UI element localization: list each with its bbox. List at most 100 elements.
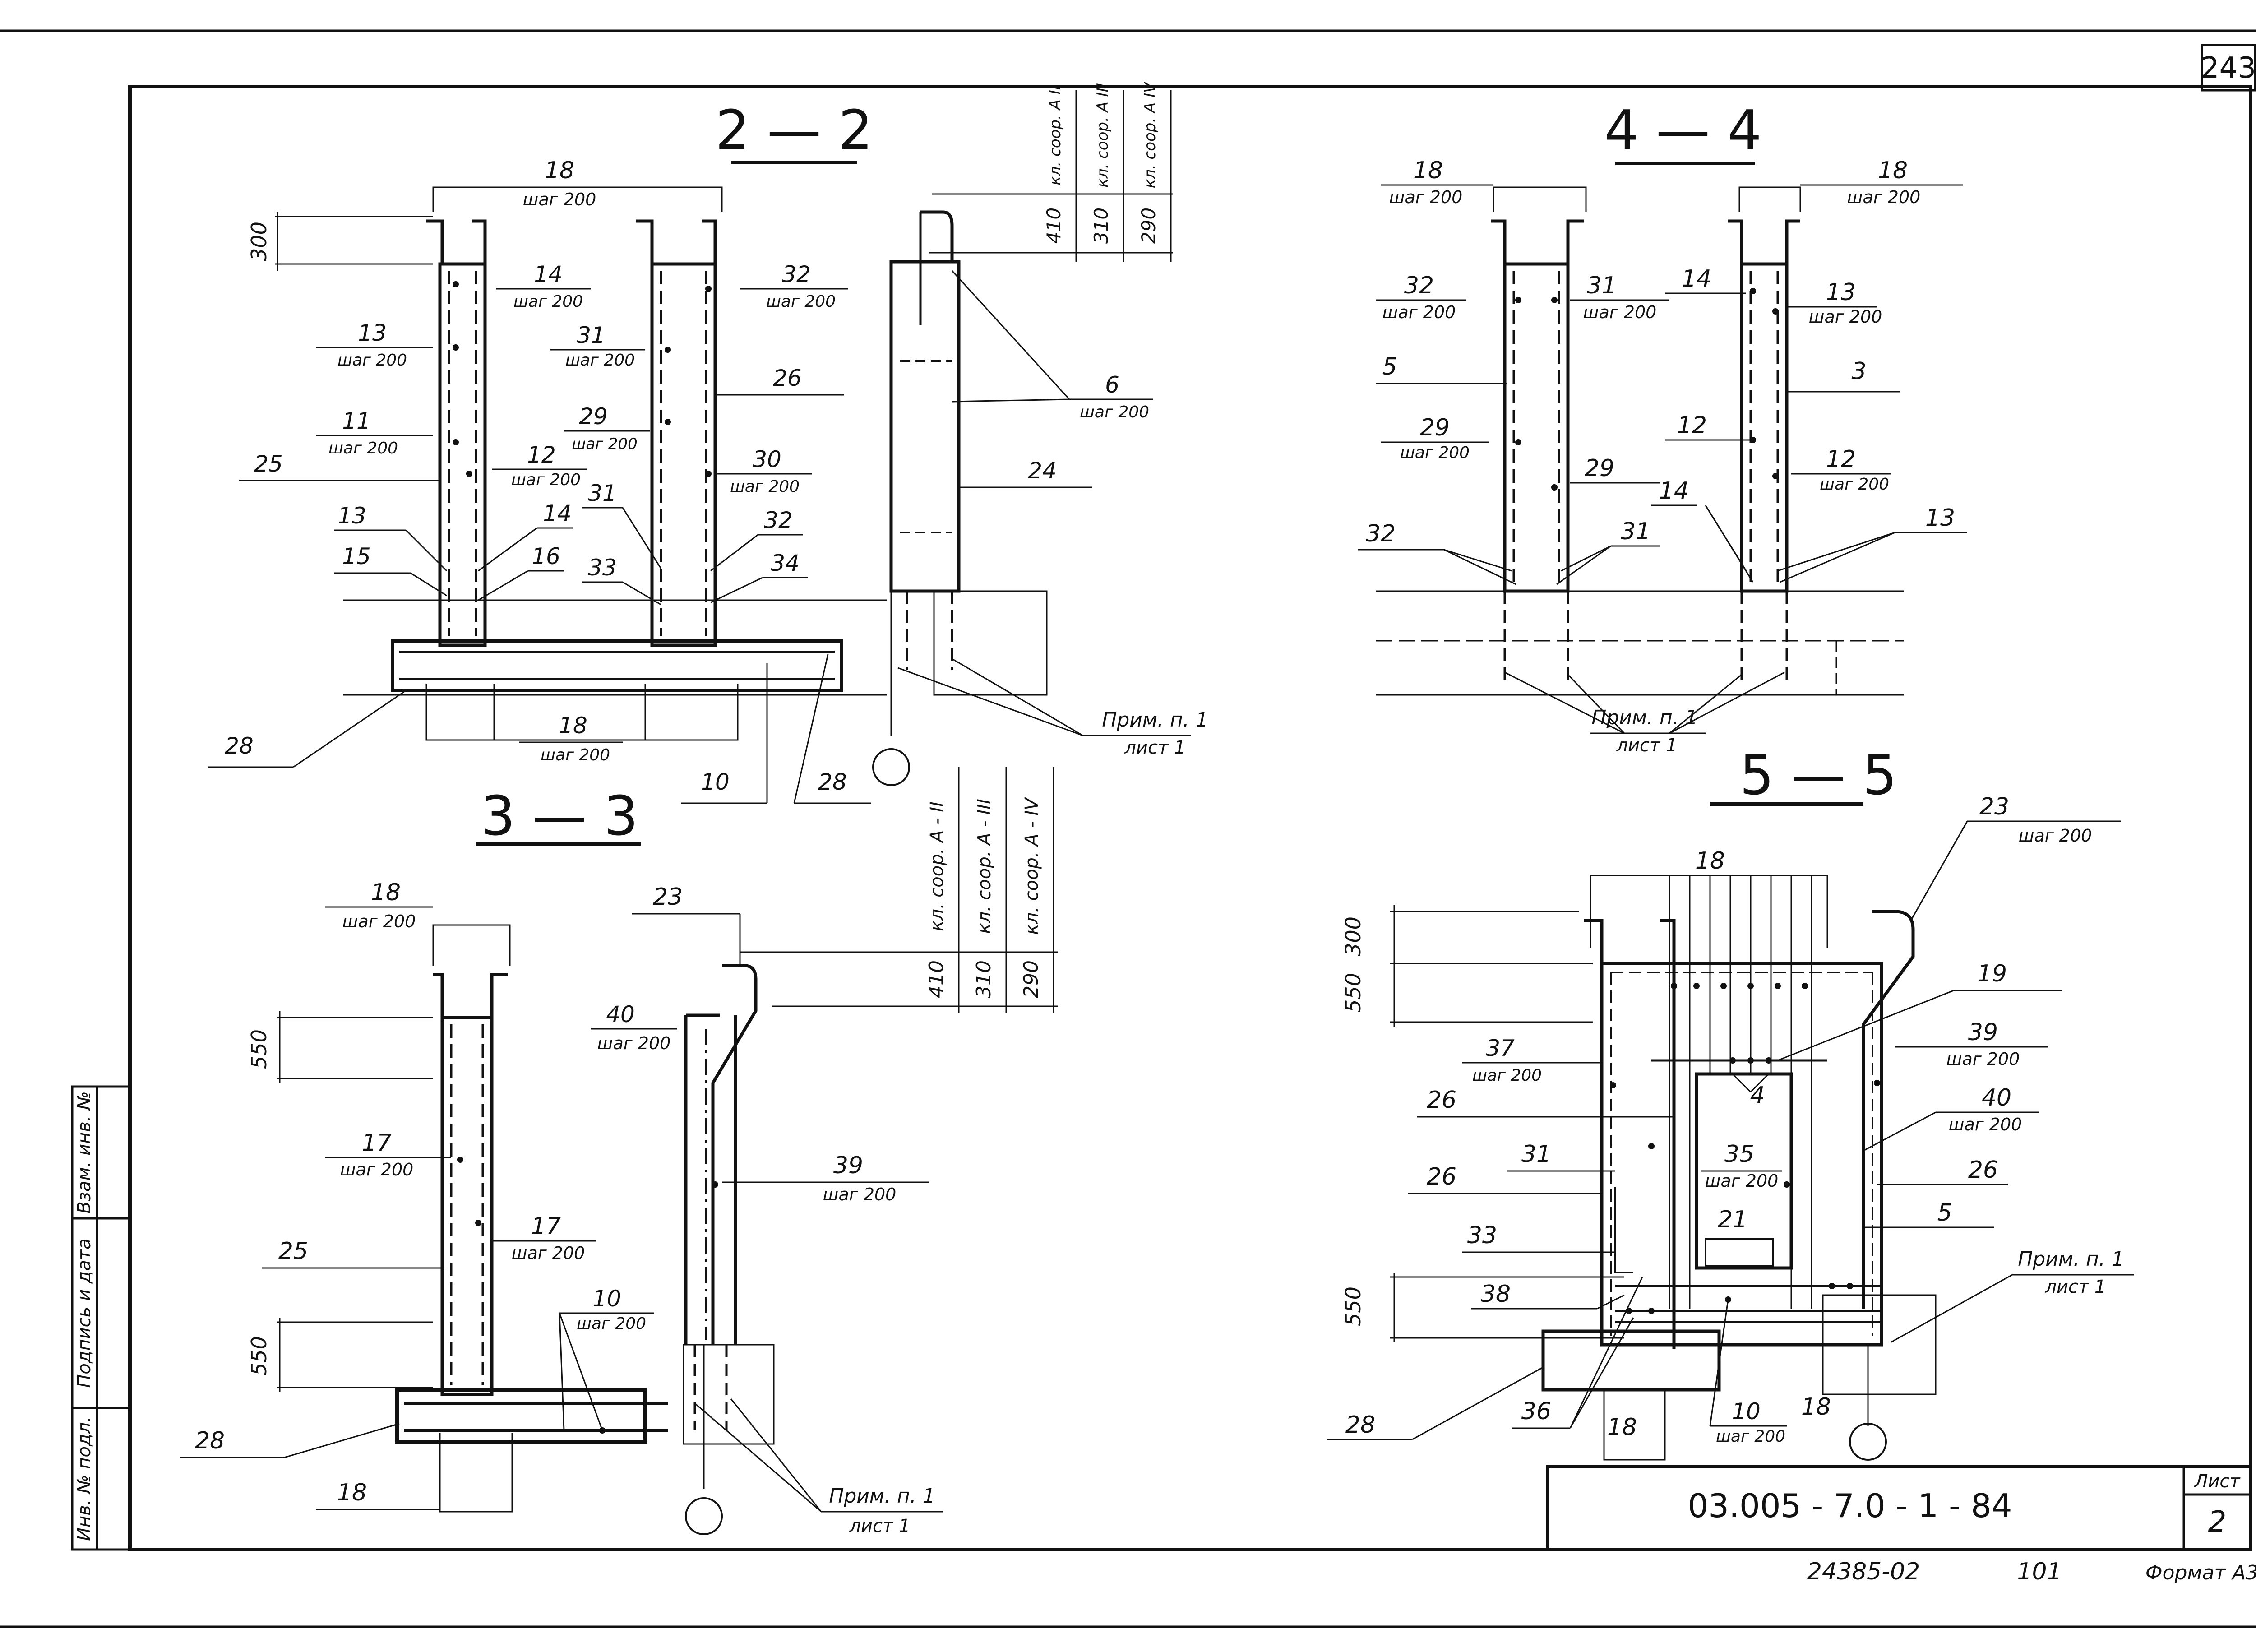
labels-2-2: 18 шаг 200 14 шаг 200 32 шаг 200 13 шаг …	[208, 157, 1208, 804]
dim-5-5-300: 300	[1341, 916, 1365, 956]
label: 26	[1427, 1087, 1456, 1114]
label-step: шаг 200	[565, 351, 635, 370]
label: 31	[588, 480, 617, 506]
label: 32	[782, 261, 811, 287]
label: 18	[1607, 1414, 1637, 1441]
class-header-3: кл. соор. А - IV	[1022, 797, 1042, 935]
label: 5	[1382, 353, 1397, 380]
label: 36	[1521, 1398, 1551, 1425]
label: 39	[1968, 1019, 1998, 1046]
label-step: шаг 200	[1716, 1427, 1785, 1446]
section-3-3-drawing: 550 550	[247, 924, 775, 1535]
labels-5-5: 18 23 шаг 200 19 39 шаг 200 37 шаг 200 4…	[1327, 793, 2134, 1446]
label: 26	[773, 365, 802, 391]
label: 10	[1732, 1398, 1761, 1425]
label-step: шаг 200	[1949, 1115, 2022, 1134]
label: 12	[1677, 412, 1707, 439]
label: 24	[1028, 458, 1057, 484]
doc-code: 03.005 - 7.0 - 1 - 84	[1687, 1487, 2012, 1525]
label: 11	[342, 408, 371, 434]
class-val-310: 310	[972, 960, 995, 998]
label: 17	[362, 1129, 392, 1157]
class-header-1: кл. соор. А - II	[927, 801, 948, 931]
label-step: шаг 200	[523, 190, 596, 209]
label: 35	[1724, 1141, 1754, 1168]
dim-5-5-550-bottom: 550	[1341, 1286, 1365, 1326]
label-step: шаг 200	[1946, 1049, 2020, 1069]
label-step: шаг 200	[730, 477, 800, 496]
section-4-4-drawing	[1376, 186, 1904, 696]
label: 34	[771, 550, 800, 576]
label-step: шаг 200	[823, 1185, 897, 1204]
label-step: шаг 200	[1472, 1066, 1542, 1085]
note-sheet: лист 1	[1124, 737, 1185, 758]
class-header-2: кл. соор. А - III	[974, 799, 995, 934]
label: 18	[1878, 157, 1908, 184]
section-title-2-2: 2 — 2	[716, 99, 873, 162]
label: 28	[225, 733, 254, 759]
stamp-inv: Инв. № подл.	[74, 1416, 95, 1541]
label-step: шаг 200	[342, 912, 416, 931]
label: 4	[1750, 1082, 1765, 1109]
label: 19	[1977, 960, 2007, 987]
label-step: шаг 200	[1400, 444, 1470, 462]
stirrups-5-5	[1669, 875, 1812, 1309]
section-titles: 2 — 2 3 — 3 4 — 4 5 — 5	[476, 99, 1897, 848]
label: 14	[1659, 477, 1689, 504]
label-step: шаг 200	[1389, 187, 1463, 207]
stamp-vzam: Взам. инв. №	[74, 1091, 95, 1214]
label: 12	[1826, 446, 1856, 473]
class-val-410: 410	[1043, 208, 1065, 244]
label-step: шаг 200	[1847, 187, 1921, 207]
note: Прим. п. 1	[829, 1485, 935, 1508]
note-sheet: лист 1	[2044, 1277, 2106, 1297]
section-title-3-3: 3 — 3	[481, 785, 638, 848]
label: 31	[1521, 1141, 1551, 1168]
label: 14	[1682, 265, 1711, 292]
dim-2-2-300: 300	[247, 222, 271, 261]
label: 13	[337, 503, 366, 529]
label: 17	[531, 1213, 561, 1240]
label: 18	[1695, 847, 1725, 875]
label-step: шаг 200	[766, 292, 836, 311]
list-number: 2	[2208, 1505, 2227, 1539]
label: 29	[1585, 455, 1614, 482]
section-2-2-drawing: 300	[247, 186, 1048, 786]
label: 32	[1366, 520, 1396, 547]
label: 29	[579, 403, 608, 430]
label: 30	[753, 446, 781, 472]
label-step: шаг 200	[572, 435, 638, 453]
note: Прим. п. 1	[1102, 708, 1208, 731]
label-step: шаг 200	[541, 746, 610, 764]
label: 3	[1851, 358, 1866, 385]
label: 21	[1718, 1206, 1747, 1233]
label: 28	[818, 769, 847, 795]
label: 18	[1413, 157, 1443, 184]
label: 26	[1968, 1157, 1998, 1184]
label: 10	[592, 1286, 621, 1312]
class-header-2: кл. соор. А III	[1094, 83, 1112, 188]
label: 13	[1826, 279, 1856, 306]
label: 18	[559, 713, 587, 739]
label: 14	[543, 500, 572, 527]
list-header: Лист	[2193, 1471, 2241, 1492]
label: 16	[532, 543, 560, 569]
label: 40	[606, 1001, 635, 1027]
class-val-310: 310	[1090, 208, 1112, 244]
label-step: шаг 200	[2019, 826, 2092, 846]
label: 29	[1420, 414, 1450, 441]
label: 39	[833, 1152, 863, 1179]
class-header-3: кл. соор. А IV	[1141, 81, 1159, 188]
label: 33	[588, 555, 617, 581]
labels-4-4: 18 шаг 200 18 шаг 200 32 шаг 200 31 шаг …	[1358, 157, 1967, 756]
label: 26	[1427, 1163, 1456, 1190]
dim-3-3-550-top: 550	[247, 1029, 271, 1069]
label-step: шаг 200	[512, 1243, 585, 1263]
note: Прим. п. 1	[2018, 1248, 2124, 1271]
label: 5	[1937, 1199, 1952, 1226]
label-step: шаг 200	[1382, 302, 1456, 322]
label: 40	[1982, 1084, 2011, 1111]
label-step: шаг 200	[1705, 1171, 1779, 1191]
dim-5-5-550-top: 550	[1341, 973, 1365, 1013]
